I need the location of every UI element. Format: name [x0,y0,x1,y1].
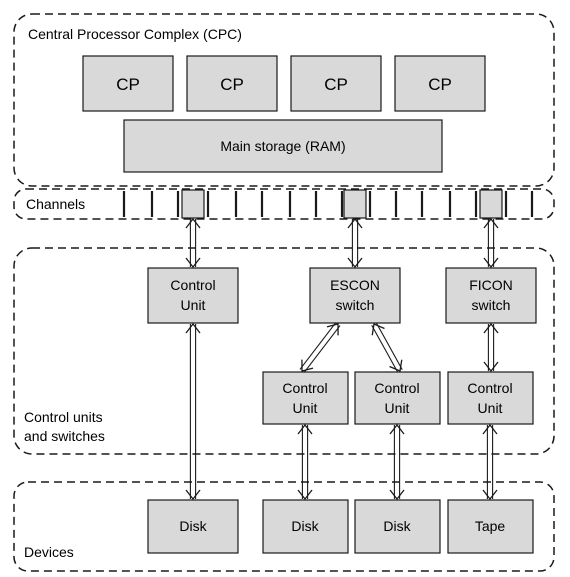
processor-cp-4-label: CP [428,75,452,94]
control-unit-a-line1: Control [282,380,327,396]
processor-cp-3: CP [290,55,382,112]
processor-cp-2-label: CP [220,75,244,94]
channel-active-2 [343,189,367,219]
devices-frame [13,481,555,572]
control-units-frame [13,247,555,455]
processor-cp-1: CP [82,55,174,112]
escon-switch: ESCON switch [309,267,401,324]
link-cu-c-to-tape [482,423,498,501]
control-unit-left: Control Unit [147,267,239,324]
cpc-region-label: Central Processor Complex (CPC) [28,26,242,42]
link-cu-a-to-disk2 [297,423,313,501]
control-unit-left-line1: Control [170,277,215,293]
ficon-switch-line1: FICON [469,277,513,293]
cpc-frame [13,13,555,187]
link-cu-b-to-disk3 [389,423,405,501]
control-unit-c-line1: Control [467,380,512,396]
link-ficon-to-cu-c [483,322,499,373]
link-channel3-to-ficon [483,217,499,269]
processor-cp-4: CP [394,55,486,112]
link-channel2-to-escon [347,217,363,269]
channels-region-label: Channels [26,196,85,212]
control-units-region-label-line1: Control units [24,409,103,425]
devices-region-label: Devices [24,544,74,560]
ficon-switch: FICON switch [445,267,537,324]
device-disk-1-label: Disk [179,518,207,534]
device-disk-3-label: Disk [383,518,411,534]
control-unit-b-line2: Unit [385,400,410,416]
ficon-switch-line2: switch [472,297,511,313]
control-unit-c: Control Unit [447,371,534,425]
escon-switch-line2: switch [336,297,375,313]
device-tape: Tape [447,499,534,554]
escon-switch-line1: ESCON [330,277,380,293]
control-unit-a-line2: Unit [293,400,318,416]
control-unit-left-line2: Unit [181,297,206,313]
link-channel1-to-cu-left [185,217,201,269]
device-tape-label: Tape [475,518,506,534]
channel-active-1 [181,189,205,219]
control-units-region-label-line2: and switches [24,428,105,444]
device-disk-2-label: Disk [291,518,319,534]
control-unit-b-line1: Control [374,380,419,396]
device-disk-3: Disk [354,499,441,554]
channel-ticks [122,191,534,217]
processor-cp-1-label: CP [116,75,140,94]
link-escon-to-cu-b [371,322,403,373]
control-unit-b: Control Unit [354,371,441,425]
processor-cp-3-label: CP [324,75,348,94]
channel-active-3 [479,189,503,219]
link-escon-to-cu-a [299,322,341,373]
device-disk-2: Disk [262,499,349,554]
main-storage-label: Main storage (RAM) [220,138,345,154]
connectors [185,217,499,501]
control-unit-c-line2: Unit [478,400,503,416]
channels-frame [13,188,555,220]
processor-cp-2: CP [186,55,278,112]
link-cu-left-to-disk1 [185,322,201,501]
device-disk-1: Disk [147,499,239,554]
control-unit-a: Control Unit [262,371,349,425]
main-storage-box: Main storage (RAM) [123,119,443,173]
